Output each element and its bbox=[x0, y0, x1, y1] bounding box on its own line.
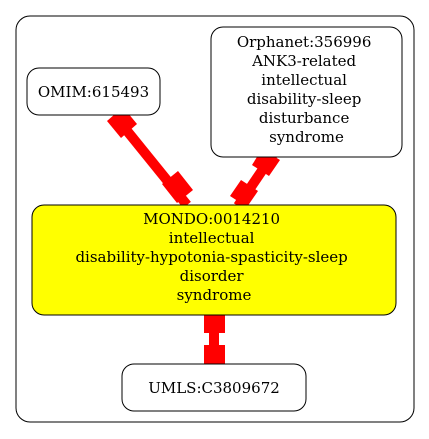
edge-mondo-umls bbox=[204, 310, 225, 368]
node-label-line: syndrome bbox=[269, 128, 344, 146]
node-label-line: intellectual bbox=[261, 71, 347, 89]
node-box bbox=[121, 363, 307, 412]
node-label-line: disturbance bbox=[259, 109, 350, 127]
edge-head-marker bbox=[204, 345, 225, 368]
node-label: OMIM:615493 bbox=[38, 83, 149, 101]
node-label-line: Orphanet:356996 bbox=[237, 33, 372, 51]
node-label-line: disability-hypotonia-spasticity-sleep bbox=[75, 248, 347, 266]
node-orphanet[interactable]: Orphanet:356996 ANK3-related intellectua… bbox=[210, 26, 403, 158]
node-umls[interactable]: UMLS:C3809672 bbox=[121, 363, 307, 412]
node-label-line: disorder bbox=[180, 267, 245, 285]
node-label-line: disability-sleep bbox=[247, 90, 361, 108]
node-label-line: intellectual bbox=[169, 229, 255, 247]
node-label-line: OMIM:615493 bbox=[38, 83, 149, 101]
node-omim[interactable]: OMIM:615493 bbox=[26, 67, 161, 116]
node-box bbox=[31, 204, 397, 316]
node-label: Orphanet:356996 ANK3-related intellectua… bbox=[237, 33, 376, 146]
node-label-line: MONDO:0014210 bbox=[143, 210, 280, 228]
node-mondo[interactable]: MONDO:0014210 intellectual disability-hy… bbox=[31, 204, 397, 316]
node-label: MONDO:0014210 intellectual disability-hy… bbox=[75, 210, 352, 304]
node-box bbox=[26, 67, 161, 116]
node-label-line: UMLS:C3809672 bbox=[148, 379, 280, 397]
node-box bbox=[210, 26, 403, 158]
node-label-line: ANK3-related bbox=[251, 52, 356, 70]
edge-head-marker bbox=[162, 171, 193, 203]
node-label-line: syndrome bbox=[177, 286, 252, 304]
node-label: UMLS:C3809672 bbox=[148, 379, 280, 397]
edge-tail-marker bbox=[204, 310, 225, 333]
edge-head-marker bbox=[230, 180, 258, 207]
